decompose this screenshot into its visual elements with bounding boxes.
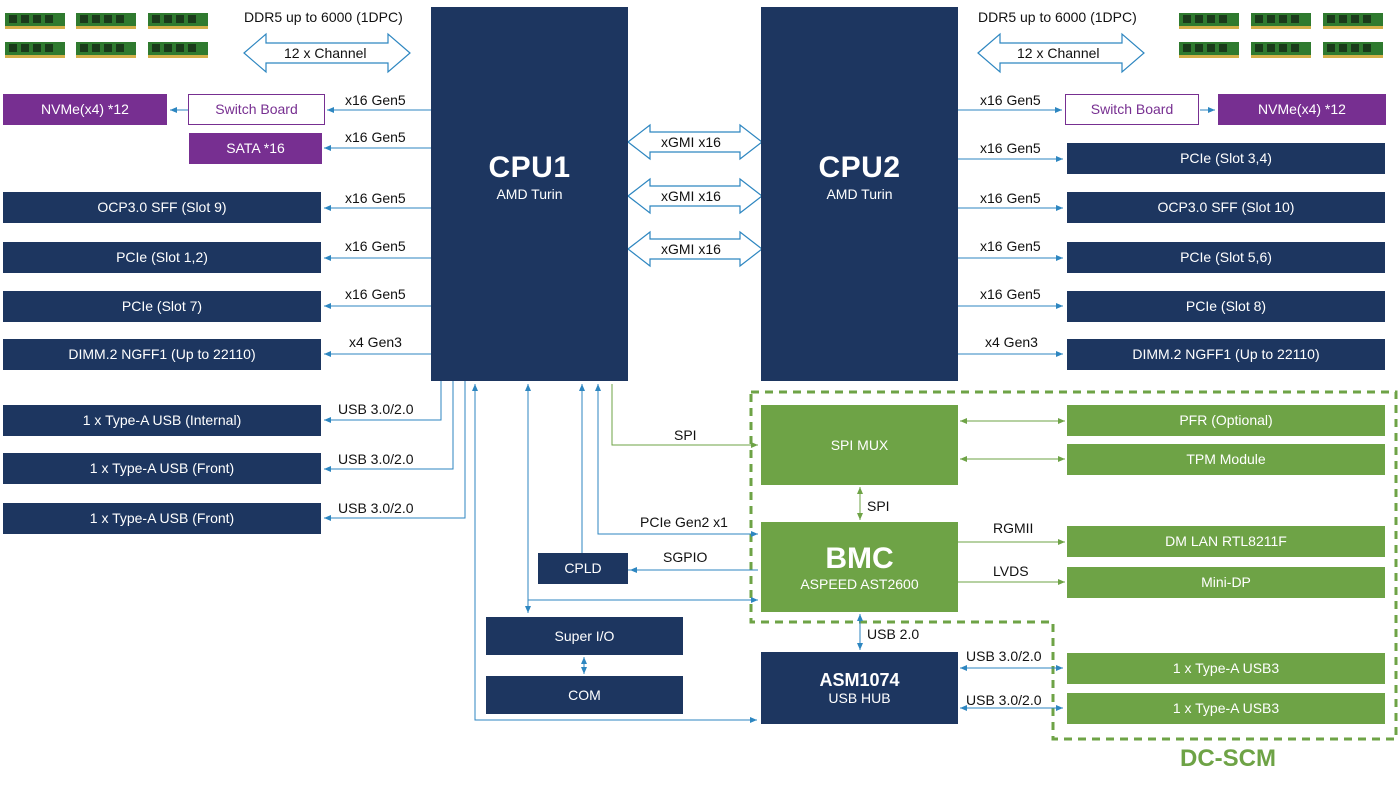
sata-block: SATA *16 (189, 133, 322, 164)
link-label-usb3: USB 3.0/2.0 (338, 500, 414, 516)
dimm-module-icon (1179, 13, 1239, 29)
cpu2-block: CPU2 AMD Turin (761, 7, 958, 381)
link-label-rgmii: RGMII (993, 520, 1034, 536)
bmc-title: BMC (825, 541, 894, 575)
link-label-hub-usb1: USB 3.0/2.0 (966, 648, 1042, 664)
dimm-module-icon (5, 13, 65, 29)
usb-hub-subtitle: USB HUB (828, 690, 891, 707)
memory-spec-right: DDR5 up to 6000 (1DPC) (978, 9, 1137, 25)
pfr-block: PFR (Optional) (1067, 405, 1385, 436)
memory-spec-left: DDR5 up to 6000 (1DPC) (244, 9, 403, 25)
dimm-module-icon (1251, 42, 1311, 58)
switch-board-right-block: Switch Board (1065, 94, 1199, 125)
dimm-module-icon (1179, 42, 1239, 58)
link-label-usb20: USB 2.0 (867, 626, 920, 642)
usb-front-2-block: 1 x Type-A USB (Front) (3, 503, 321, 534)
cpu2-title: CPU2 (818, 151, 901, 184)
cpu1-block: CPU1 AMD Turin (431, 7, 628, 381)
link-label-lvds: LVDS (993, 563, 1029, 579)
link-label-pcie8: x16 Gen5 (980, 286, 1041, 302)
link-label-sgpio: SGPIO (663, 549, 708, 565)
super-io-block: Super I/O (486, 617, 683, 655)
ocp-slot10-block: OCP3.0 SFF (Slot 10) (1067, 192, 1385, 223)
mini-dp-block: Mini-DP (1067, 567, 1385, 598)
link-label-dimm2-right: x4 Gen3 (985, 334, 1038, 350)
link-label-pcie56: x16 Gen5 (980, 238, 1041, 254)
link-label-pcie7: x16 Gen5 (345, 286, 406, 302)
tpm-block: TPM Module (1067, 444, 1385, 475)
link-label-switch-right: x16 Gen5 (980, 92, 1041, 108)
xgmi-label-2: xGMI x16 (661, 188, 721, 204)
dimm-module-icon (76, 42, 136, 58)
usb-front-1-block: 1 x Type-A USB (Front) (3, 453, 321, 484)
pcie-slot56-block: PCIe (Slot 5,6) (1067, 242, 1385, 273)
link-label-hub-usb2: USB 3.0/2.0 (966, 692, 1042, 708)
link-label-pcie34: x16 Gen5 (980, 140, 1041, 156)
cpu2-model: AMD Turin (826, 185, 893, 202)
link-label-usb1: USB 3.0/2.0 (338, 401, 414, 417)
dm-lan-block: DM LAN RTL8211F (1067, 526, 1385, 557)
cpld-block: CPLD (538, 553, 628, 584)
link-label-dimm2-left: x4 Gen3 (349, 334, 402, 350)
memory-channels-right: 12 x Channel (1017, 45, 1100, 61)
usb-hub-title: ASM1074 (819, 669, 900, 690)
link-label-spi-bmc: SPI (867, 498, 890, 514)
xgmi-label-3: xGMI x16 (661, 241, 721, 257)
bmc-model: ASPEED AST2600 (800, 576, 919, 593)
memory-channel-arrow-left (243, 32, 411, 74)
nvme-right-block: NVMe(x4) *12 (1218, 94, 1386, 125)
nvme-left-block: NVMe(x4) *12 (3, 94, 167, 125)
usb-hub-block: ASM1074 USB HUB (761, 652, 958, 724)
dimm-module-icon (1323, 42, 1383, 58)
cpu1-model: AMD Turin (496, 185, 563, 202)
bmc-block: BMC ASPEED AST2600 (761, 522, 958, 612)
switch-board-left-block: Switch Board (188, 94, 325, 125)
memory-channels-left: 12 x Channel (284, 45, 367, 61)
cpu1-title: CPU1 (488, 151, 571, 184)
dc-scm-label: DC-SCM (1180, 745, 1276, 772)
link-label-pcie12: x16 Gen5 (345, 238, 406, 254)
dimm-module-icon (1323, 13, 1383, 29)
dimm-module-icon (76, 13, 136, 29)
dimm-module-icon (1251, 13, 1311, 29)
link-label-ocp-left: x16 Gen5 (345, 190, 406, 206)
spi-mux-block: SPI MUX (761, 405, 958, 485)
pcie-slot8-block: PCIe (Slot 8) (1067, 291, 1385, 322)
com-block: COM (486, 676, 683, 714)
dimm2-right-block: DIMM.2 NGFF1 (Up to 22110) (1067, 339, 1385, 370)
usb3-port-2-block: 1 x Type-A USB3 (1067, 693, 1385, 724)
pcie-slot12-block: PCIe (Slot 1,2) (3, 242, 321, 273)
link-label-usb2: USB 3.0/2.0 (338, 451, 414, 467)
link-label-ocp-right: x16 Gen5 (980, 190, 1041, 206)
link-label-sata: x16 Gen5 (345, 129, 406, 145)
usb3-port-1-block: 1 x Type-A USB3 (1067, 653, 1385, 684)
link-label-pcie-gen2: PCIe Gen2 x1 (640, 514, 728, 530)
usb-internal-block: 1 x Type-A USB (Internal) (3, 405, 321, 436)
dimm-module-icon (5, 42, 65, 58)
link-label-switch-left: x16 Gen5 (345, 92, 406, 108)
dimm-module-icon (148, 13, 208, 29)
link-label-spi-cpu: SPI (674, 427, 697, 443)
xgmi-label-1: xGMI x16 (661, 134, 721, 150)
ocp-slot9-block: OCP3.0 SFF (Slot 9) (3, 192, 321, 223)
pcie-slot7-block: PCIe (Slot 7) (3, 291, 321, 322)
dimm2-left-block: DIMM.2 NGFF1 (Up to 22110) (3, 339, 321, 370)
pcie-slot34-block: PCIe (Slot 3,4) (1067, 143, 1385, 174)
memory-channel-arrow-right (977, 32, 1145, 74)
dimm-module-icon (148, 42, 208, 58)
